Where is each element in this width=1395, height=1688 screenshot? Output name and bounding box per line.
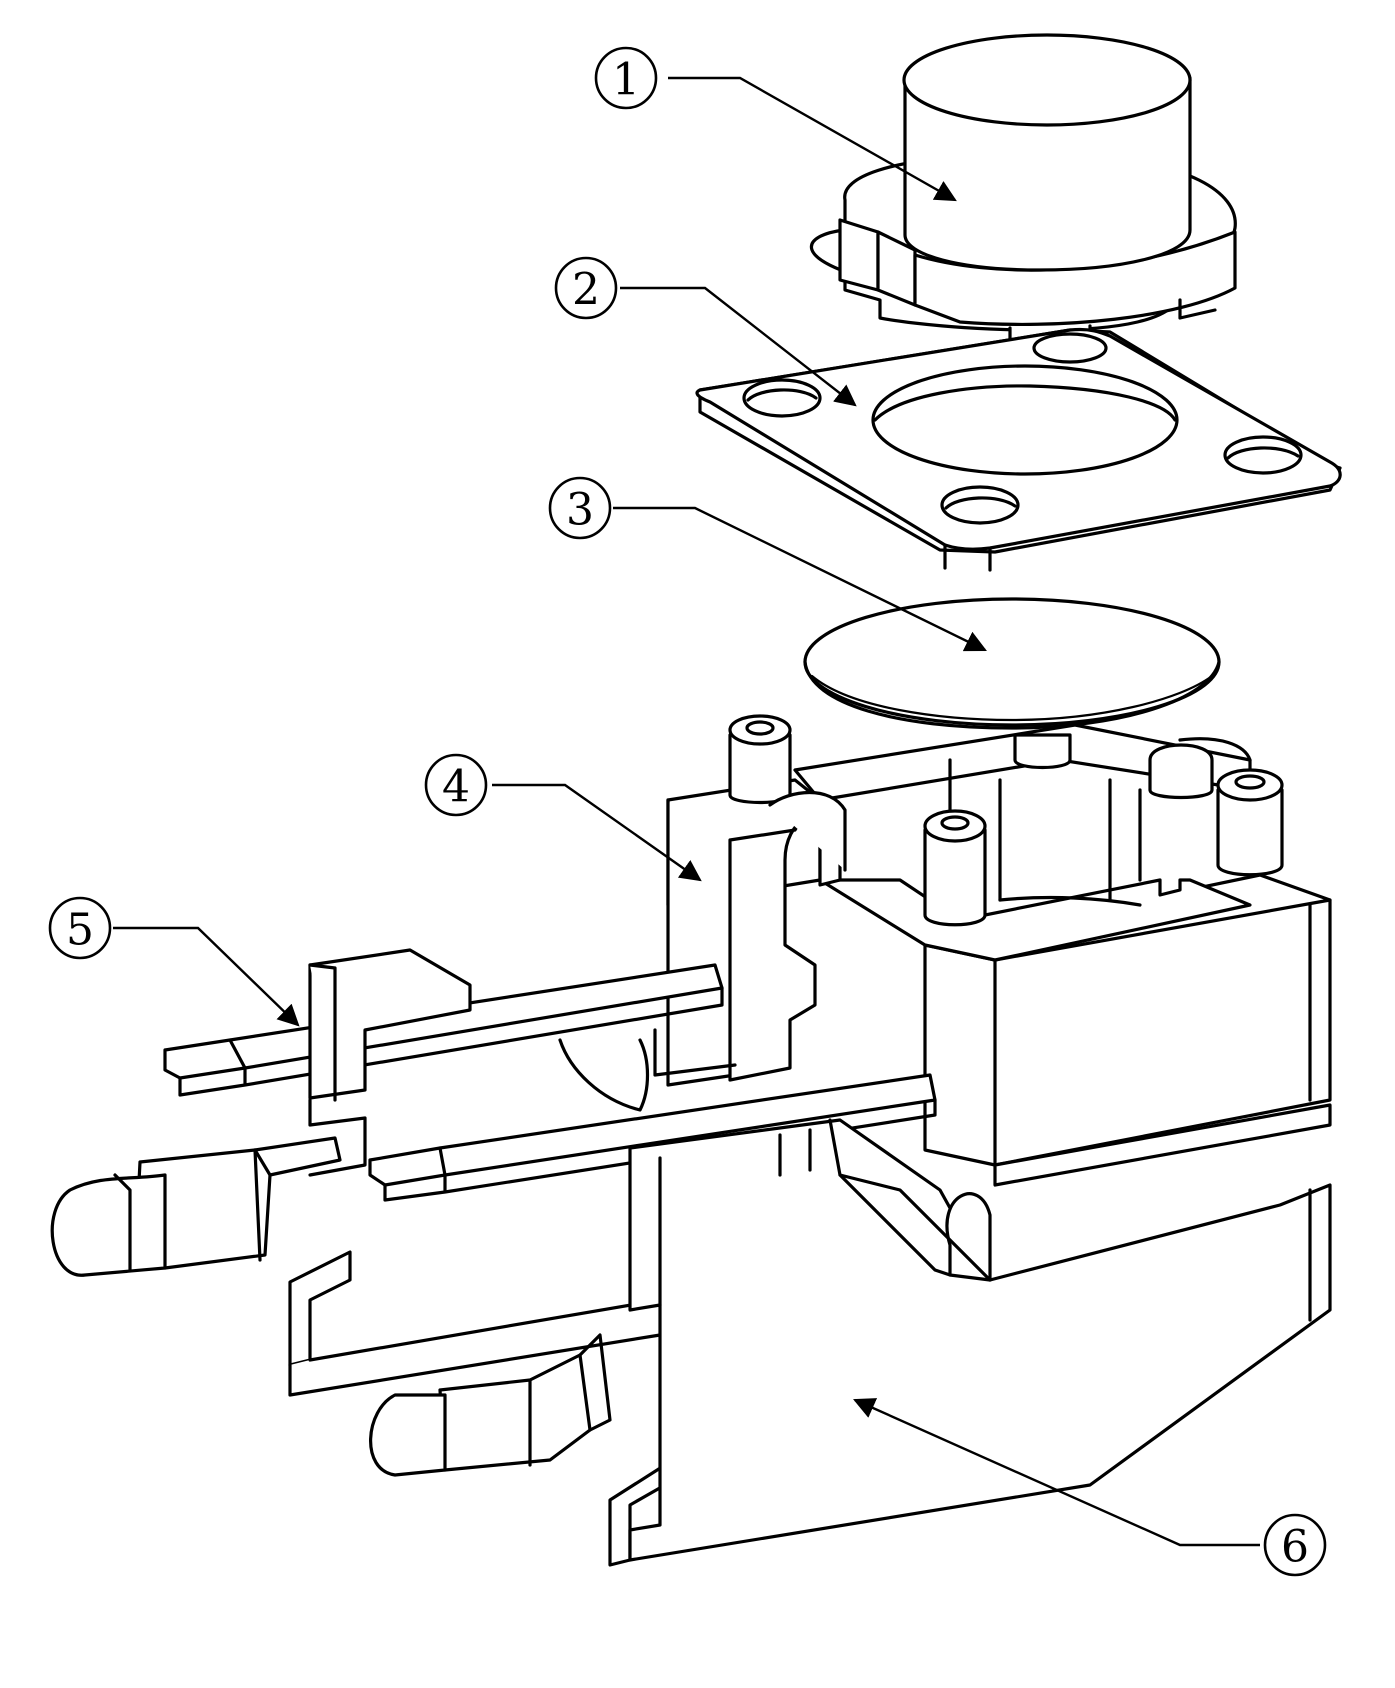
part-6-base-frame [50,948,1332,1567]
callout-3: 3 [548,476,987,652]
part-3-dome-disc [803,597,1221,730]
callout-1: 1 [594,46,957,202]
callout-2-label: 2 [572,265,600,316]
callout-2: 2 [554,256,857,407]
part-5-terminal-pins [163,790,937,1202]
callout-1-label: 1 [612,55,640,106]
callout-6: 6 [853,1398,1327,1577]
housing-pegs [728,714,1284,927]
part-1-button-cap [809,33,1237,344]
callout-5-label: 5 [66,905,94,956]
part-2-mounting-plate [695,327,1342,572]
callout-3-label: 3 [566,485,594,536]
callout-4-label: 4 [442,762,470,813]
callout-5: 5 [48,896,300,1027]
callout-4: 4 [424,753,702,882]
callout-6-label: 6 [1281,1522,1309,1573]
